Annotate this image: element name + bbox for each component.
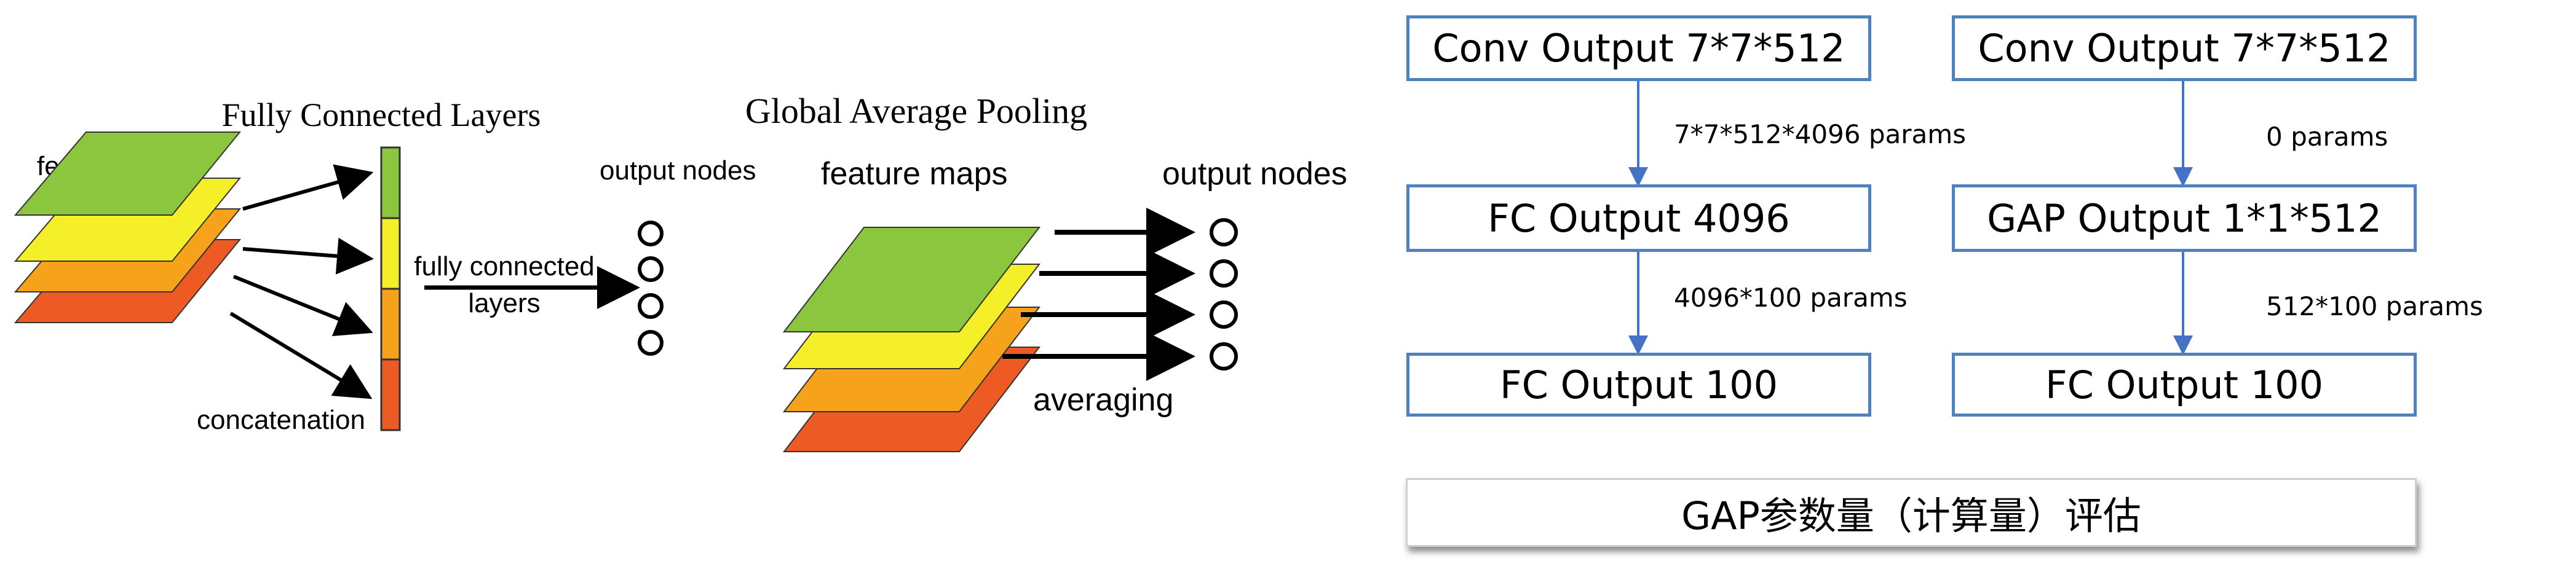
vector-segment-orange (380, 288, 401, 361)
gap-fc-output-100-box: FC Output 100 (1952, 353, 2417, 417)
concatenated-vector (380, 146, 401, 431)
fc-arrow-4 (229, 312, 373, 399)
fc-connected-label-1: fully connected (414, 251, 595, 281)
fc-vs-gap-illustration: Fully Connected Layers feature maps conc… (14, 91, 1347, 452)
gap-output-node (1210, 342, 1238, 371)
gap-output-node (1210, 259, 1238, 288)
fc-output-node (638, 221, 664, 246)
fc-concatenation-label: concatenation (197, 405, 365, 435)
gap-param-label-2: 512*100 params (2266, 291, 2483, 321)
gap-feature-maps-label: feature maps (821, 156, 1008, 192)
feature-map-green (782, 227, 1041, 332)
fc-output-4096-box: FC Output 4096 (1406, 184, 1871, 252)
fc-output-node (638, 256, 664, 282)
gap-arrows (1002, 208, 1195, 381)
gap-averaging-label: averaging (1033, 382, 1173, 418)
fc-feature-map-stack (14, 131, 242, 323)
fc-arrow-1 (242, 164, 374, 211)
fc-conv-output-box: Conv Output 7*7*512 (1406, 15, 1871, 81)
gap-output-node (1210, 218, 1238, 246)
gap-output-box: GAP Output 1*1*512 (1952, 184, 2417, 252)
gap-title: Global Average Pooling (745, 91, 1087, 131)
fc-arrow-3 (232, 275, 373, 337)
fc-param-label-2: 4096*100 params (1674, 283, 1908, 313)
vector-segment-yellow (380, 217, 401, 290)
gap-param-label-1: 0 params (2266, 122, 2388, 152)
gap-evaluation-banner: GAP参数量（计算量）评估 (1406, 478, 2417, 547)
gap-output-node (1210, 300, 1238, 329)
fc-connection-arrows (229, 164, 374, 399)
fc-output-100-box: FC Output 100 (1406, 353, 1871, 417)
gap-output-nodes-label: output nodes (1162, 156, 1347, 192)
fc-title: Fully Connected Layers (222, 96, 541, 133)
fc-output-node (638, 293, 664, 319)
fc-output-nodes (638, 221, 664, 356)
gap-feature-map-stack (782, 227, 1041, 452)
fc-param-label-1: 7*7*512*4096 params (1674, 119, 1967, 149)
feature-map-green (14, 131, 242, 216)
gap-output-nodes (1210, 218, 1238, 371)
fc-arrow-2 (242, 237, 374, 275)
fc-output-node (638, 330, 664, 356)
fc-connected-label-2: layers (468, 288, 540, 318)
fc-output-nodes-label: output nodes (600, 155, 756, 186)
gap-conv-output-box: Conv Output 7*7*512 (1952, 15, 2417, 81)
vector-segment-green (380, 146, 401, 219)
vector-segment-red (380, 358, 401, 431)
